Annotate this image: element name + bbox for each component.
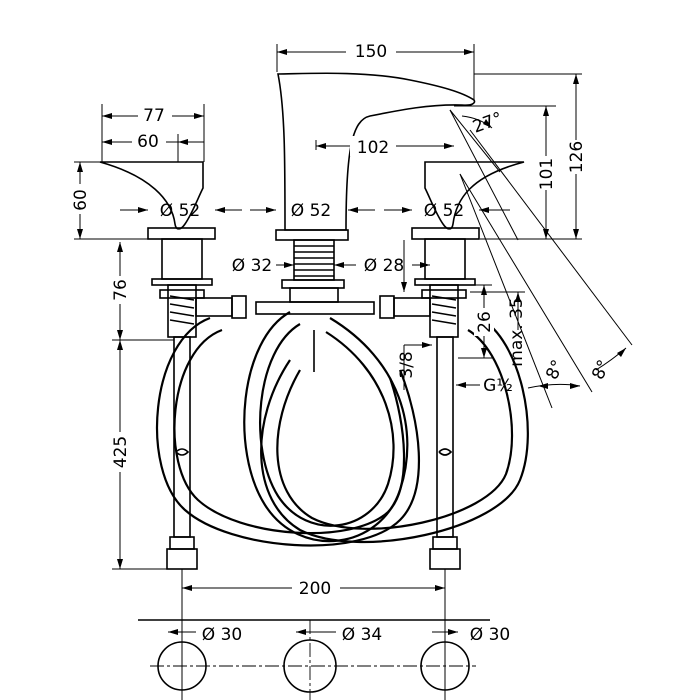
- label-hose-length: 425: [111, 436, 131, 468]
- label-angle-left: 8°: [542, 357, 568, 383]
- label-hole-right: Ø 30: [470, 625, 510, 645]
- mounting-holes: [138, 619, 490, 700]
- label-handle-base: 60: [137, 132, 159, 152]
- label-dia-right: Ø 52: [424, 201, 464, 221]
- label-hole-left: Ø 30: [202, 625, 242, 645]
- label-handle-length: 77: [143, 106, 165, 126]
- label-total-height: 126: [567, 141, 587, 173]
- label-handle-height: 60: [71, 189, 91, 211]
- label-spread: 200: [299, 579, 331, 599]
- supply-hoses: [156, 311, 529, 547]
- label-spout-angle: 27°: [470, 109, 505, 138]
- spout: [255, 72, 476, 315]
- label-max-thickness: max. 35: [507, 297, 527, 366]
- label-dia-center: Ø 52: [291, 201, 331, 221]
- label-thread-length: 26: [475, 311, 495, 333]
- label-supply-thread: G½: [483, 376, 513, 396]
- label-spout-reach: 102: [357, 138, 389, 158]
- label-dia-valve-thread: Ø 28: [364, 256, 404, 276]
- dimension-labels: 150 77 60 60 102 27° 101 126 Ø 52 Ø 52 Ø…: [70, 40, 615, 645]
- label-spout-width: 150: [355, 42, 387, 62]
- label-valve-depth: 76: [111, 279, 131, 301]
- label-hole-center: Ø 34: [342, 625, 382, 645]
- left-valve: [99, 161, 247, 570]
- label-outlet-height: 101: [537, 158, 557, 190]
- label-connection-thread: 3/8: [397, 351, 417, 378]
- label-angle-right: 8°: [588, 357, 614, 383]
- right-valve: [379, 161, 525, 570]
- label-dia-left: Ø 52: [160, 201, 200, 221]
- label-dia-spout-thread: Ø 32: [232, 256, 272, 276]
